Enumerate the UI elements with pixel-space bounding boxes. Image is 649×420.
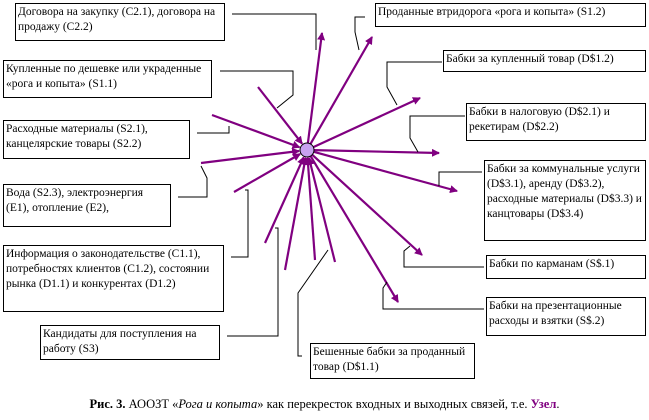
leader-line xyxy=(178,165,208,198)
leader-line xyxy=(220,70,294,109)
box-text: Бабки в налоговую (D$2.1) и рекетирам (D… xyxy=(469,106,610,133)
caption-term: Узел xyxy=(530,397,557,411)
leader-line xyxy=(231,189,249,258)
leader-line xyxy=(197,126,230,134)
output-box-tax: Бабки в налоговую (D$2.1) и рекетирам (D… xyxy=(466,103,646,141)
box-text: Проданные втридорога «рога и копыта» (S1… xyxy=(378,6,606,18)
caption-text: . xyxy=(556,397,560,411)
box-text: Вода (S2.3), электроэнергия (E1), отопле… xyxy=(6,187,144,214)
leader-line xyxy=(409,115,465,153)
incoming-arrow xyxy=(283,156,309,271)
outgoing-arrow xyxy=(313,148,440,157)
incoming-arrow xyxy=(257,86,303,145)
input-box-information: Информация о законодательстве (С1.1), по… xyxy=(3,245,224,312)
caption-text: » как перекресток входных и выходных свя… xyxy=(257,397,531,411)
leader-line xyxy=(386,61,442,106)
outgoing-arrow xyxy=(309,36,373,145)
output-box-bribes: Бабки на презентационные расходы и взятк… xyxy=(486,297,646,336)
box-text: Бешенные бабки за проданный товар (D$1.1… xyxy=(313,346,466,373)
leader-line xyxy=(382,281,484,310)
leader-line xyxy=(232,13,317,50)
box-text: Кандидаты для поступления на работу (S3) xyxy=(43,328,197,355)
input-box-utilities: Вода (S2.3), электроэнергия (E1), отопле… xyxy=(3,184,171,227)
caption-text: АООЗТ « xyxy=(125,397,179,411)
caption-label: Рис. 3. xyxy=(89,397,126,411)
leader-line xyxy=(438,171,482,186)
incoming-arrow xyxy=(306,156,337,263)
outgoing-arrow xyxy=(311,153,423,256)
input-box-materials: Расходные материалы (S2.1), канцелярские… xyxy=(3,120,190,159)
leader-line xyxy=(403,245,484,268)
leader-line xyxy=(297,249,329,357)
outgoing-arrow xyxy=(312,97,421,149)
output-box-pay-goods: Бабки за купленный товар (D$1.2) xyxy=(443,50,646,72)
box-text: Информация о законодательстве (С1.1), по… xyxy=(6,248,210,290)
input-box-candidates: Кандидаты для поступления на работу (S3) xyxy=(40,325,220,360)
input-box-bought: Купленные по дешевке или украденные «рог… xyxy=(3,60,212,98)
incoming-arrow xyxy=(233,153,301,193)
box-text: Расходные материалы (S2.1), канцелярские… xyxy=(6,123,148,150)
incoming-arrow xyxy=(263,156,305,244)
incoming-arrow xyxy=(211,113,301,149)
output-box-pockets: Бабки по карманам (S$.1) xyxy=(486,255,646,279)
incoming-arrow xyxy=(304,156,317,261)
input-box-contracts: Договора на закупку (С2.1), договора на … xyxy=(15,3,225,41)
output-box-communal: Бабки за коммунальные услуги (D$3.1), ар… xyxy=(484,160,646,241)
leader-line xyxy=(354,16,365,51)
box-text: Бабки на презентационные расходы и взятк… xyxy=(489,300,622,327)
output-box-sold: Проданные втридорога «рога и копыта» (S1… xyxy=(375,3,646,27)
box-text: Бабки за коммунальные услуги (D$3.1), ар… xyxy=(487,163,642,220)
box-text: Бабки за купленный товар (D$1.2) xyxy=(446,53,614,65)
outgoing-arrow xyxy=(306,32,326,144)
outgoing-arrow xyxy=(309,155,399,303)
node-circle xyxy=(299,142,315,158)
box-text: Купленные по дешевке или украденные «рог… xyxy=(6,63,202,90)
outgoing-arrow xyxy=(313,150,458,194)
input-box-money-sold: Бешенные бабки за проданный товар (D$1.1… xyxy=(310,343,475,379)
box-text: Договора на закупку (С2.1), договора на … xyxy=(18,6,216,33)
caption-company: Рога и копыта xyxy=(178,397,258,411)
incoming-arrow xyxy=(200,147,301,165)
figure-caption: Рис. 3. АООЗТ «Рога и копыта» как перекр… xyxy=(0,397,649,412)
leader-line xyxy=(227,227,279,337)
box-text: Бабки по карманам (S$.1) xyxy=(489,258,615,270)
